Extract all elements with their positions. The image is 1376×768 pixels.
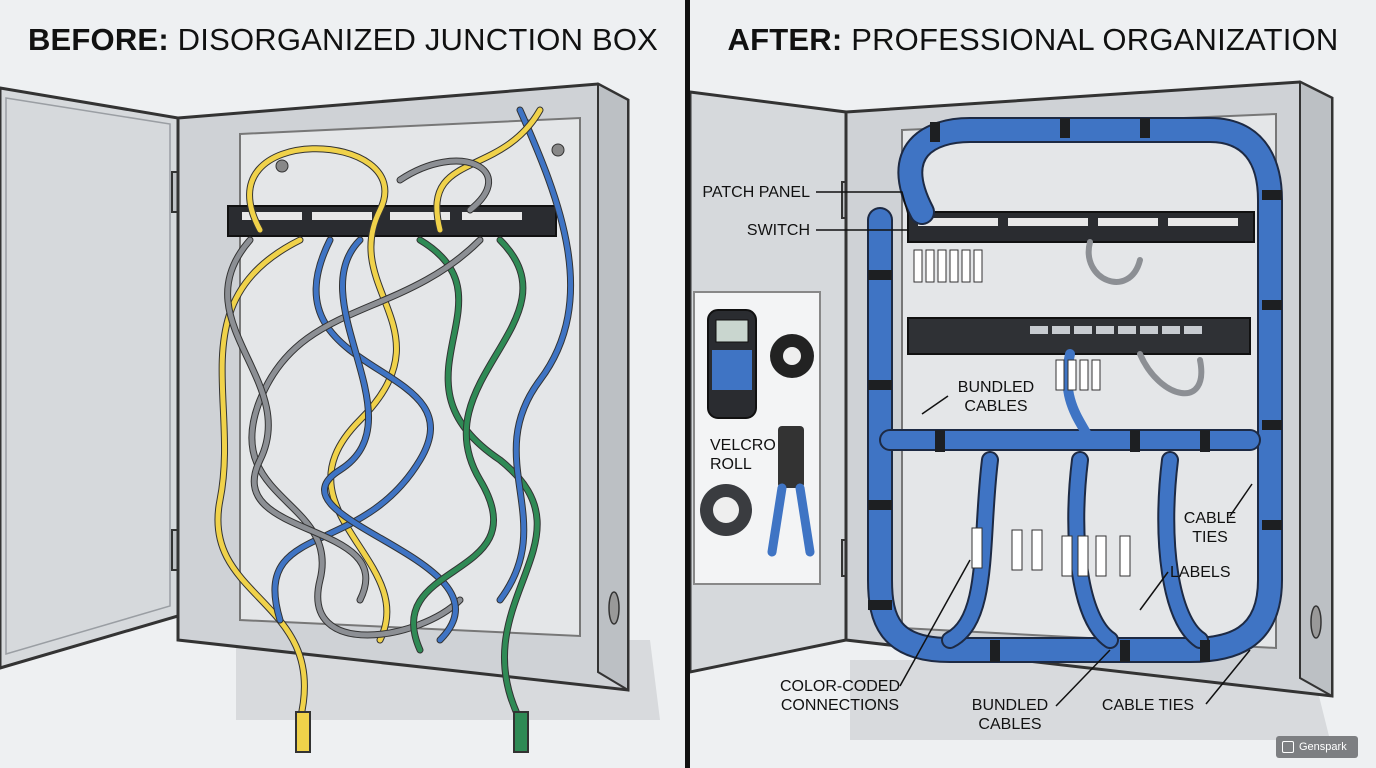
callout-color-coded: COLOR-CODED CONNECTIONS bbox=[779, 678, 900, 714]
cable-ties bbox=[868, 118, 1282, 662]
callout-bundled-cables-top: BUNDLED CABLES bbox=[957, 379, 1035, 415]
after-panel: AFTER: PROFESSIONAL ORGANIZATION bbox=[690, 0, 1376, 768]
electrical-tape-icon bbox=[770, 334, 814, 378]
green-plug-icon bbox=[513, 711, 529, 753]
callout-velcro-roll: VELCRO ROLL bbox=[710, 437, 776, 473]
before-patch-panel bbox=[227, 205, 557, 237]
callout-cable-ties-bottom: CABLE TIES bbox=[1101, 697, 1195, 714]
genspark-watermark: Genspark bbox=[1276, 736, 1358, 758]
panel-divider bbox=[685, 0, 690, 768]
cable-tester-icon bbox=[707, 309, 757, 419]
before-panel: BEFORE: DISORGANIZED JUNCTION BOX bbox=[0, 0, 686, 768]
genspark-logo-icon bbox=[1282, 741, 1294, 753]
after-title: AFTER: PROFESSIONAL ORGANIZATION bbox=[727, 22, 1339, 57]
yellow-plug-icon bbox=[295, 711, 311, 753]
cable-labels bbox=[913, 249, 1131, 577]
before-illustration bbox=[0, 82, 660, 753]
callout-cable-ties-right: CABLE TIES bbox=[1183, 510, 1237, 546]
crimping-tool-icon bbox=[767, 426, 815, 557]
velcro-roll-icon bbox=[700, 484, 752, 536]
callout-patch-panel: PATCH PANEL bbox=[702, 184, 810, 201]
after-patch-panel bbox=[907, 211, 1255, 243]
after-illustration bbox=[690, 80, 1334, 740]
callout-labels: LABELS bbox=[1170, 564, 1231, 581]
callout-bundled-cables-bottom: BUNDLED CABLES bbox=[971, 697, 1049, 733]
callout-switch: SWITCH bbox=[746, 222, 810, 239]
before-door bbox=[0, 86, 180, 670]
after-switch bbox=[907, 317, 1251, 355]
before-title: BEFORE: DISORGANIZED JUNCTION BOX bbox=[27, 22, 659, 57]
